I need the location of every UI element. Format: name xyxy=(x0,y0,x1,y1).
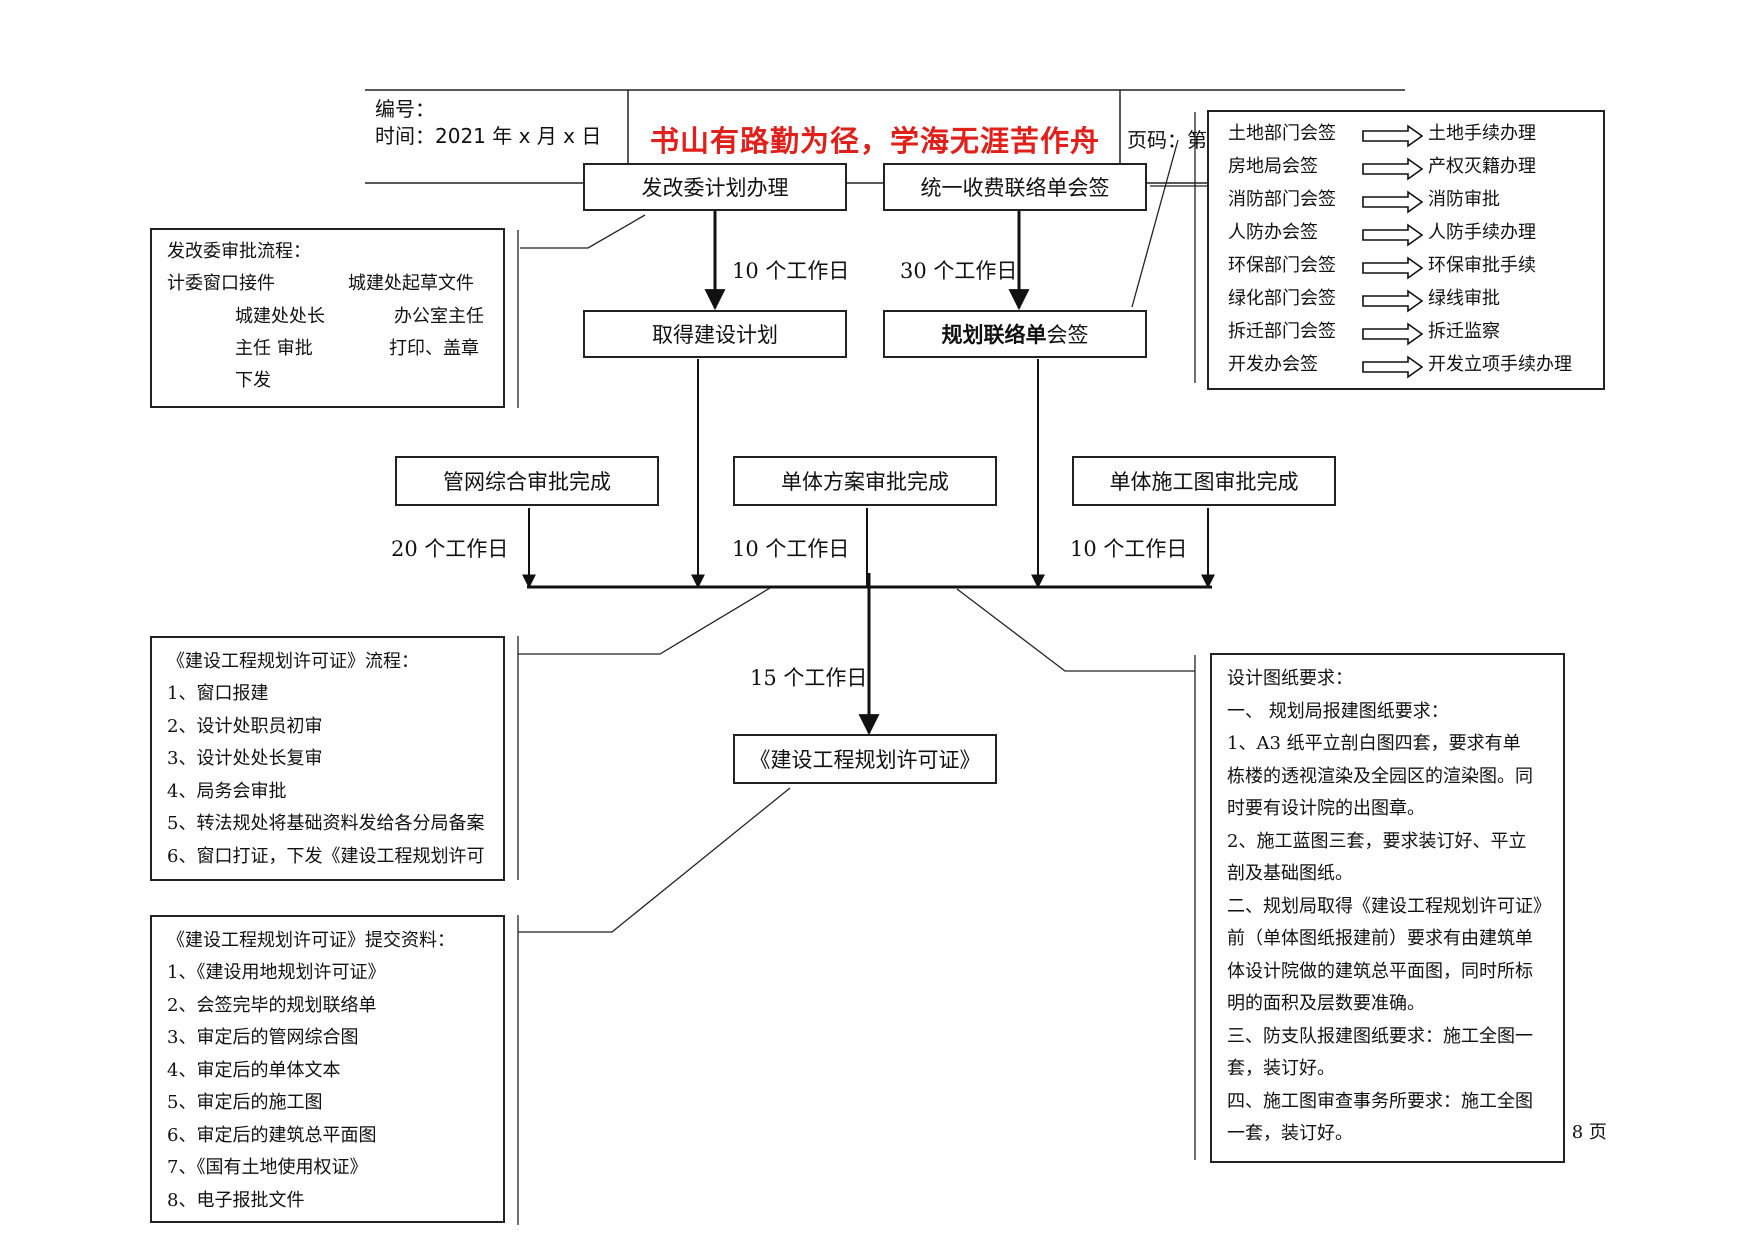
hollow-arrow-icon xyxy=(1362,289,1424,313)
countersign-result: 产权灭籍办理 xyxy=(1428,156,1536,177)
submit-docs-item: 8、电子报批文件 xyxy=(167,1189,305,1211)
duration-label: 15 个工作日 xyxy=(750,666,868,690)
page-label: 页码：第 xyxy=(1127,128,1207,152)
hollow-arrow-icon xyxy=(1362,355,1424,379)
duration-label: 10 个工作日 xyxy=(732,259,850,283)
countersign-result: 土地手续办理 xyxy=(1428,123,1536,144)
design-req-line: 栋楼的透视渲染及全园区的渲染图。同 xyxy=(1227,765,1533,787)
node-construct-done: 单体施工图审批完成 xyxy=(1072,456,1336,506)
design-req-panel: 设计图纸要求： 一、 规划局报建图纸要求： 1、A3 纸平立剖白图四套，要求有单… xyxy=(1210,653,1565,1163)
node-get-plan: 取得建设计划 xyxy=(583,310,847,358)
plan-sheet-rest: 会签 xyxy=(1046,323,1089,347)
license-flow-item: 6、窗口打证，下发《建设工程规划许可 xyxy=(167,845,485,867)
submit-docs-item: 4、审定后的单体文本 xyxy=(167,1059,341,1081)
duration-label: 10 个工作日 xyxy=(1070,537,1188,561)
hollow-arrow-icon xyxy=(1362,124,1424,148)
license-flow-item: 1、窗口报建 xyxy=(167,683,269,704)
countersign-dept: 拆迁部门会签 xyxy=(1228,321,1336,342)
countersign-dept: 绿化部门会签 xyxy=(1228,288,1336,309)
license-flow-item: 4、局务会审批 xyxy=(167,780,287,802)
design-req-line: 时要有设计院的出图章。 xyxy=(1227,798,1425,819)
duration-label: 20 个工作日 xyxy=(391,537,509,561)
countersign-result: 拆迁监察 xyxy=(1428,321,1500,342)
code-label: 编号： xyxy=(375,97,435,121)
fgw-step: 城建处处长 xyxy=(235,306,325,327)
license-flow-item: 5、转法规处将基础资料发给各分局备案 xyxy=(167,813,485,834)
time-label: 时间：2021 年 x 月 x 日 xyxy=(375,124,602,148)
design-req-line: 明的面积及层数要准确。 xyxy=(1227,993,1425,1014)
fgw-step: 办公室主任 xyxy=(394,306,484,327)
motto: 书山有路勤为径，学海无涯苦作舟 xyxy=(650,124,1101,158)
hollow-arrow-icon xyxy=(1362,157,1424,181)
hollow-arrow-icon xyxy=(1362,256,1424,280)
hollow-arrow-icon xyxy=(1362,223,1424,247)
countersign-result: 绿线审批 xyxy=(1428,288,1500,309)
submit-docs-item: 3、审定后的管网综合图 xyxy=(167,1027,359,1048)
countersign-panel xyxy=(1207,110,1605,390)
design-req-line: 1、A3 纸平立剖白图四套，要求有单 xyxy=(1227,733,1521,754)
hollow-arrow-icon xyxy=(1362,322,1424,346)
submit-docs-title: 《建设工程规划许可证》提交资料： xyxy=(167,930,455,951)
node-fgw-plan: 发改委计划办理 xyxy=(583,163,847,211)
countersign-dept: 人防办会签 xyxy=(1228,222,1318,243)
node-license: 《建设工程规划许可证》 xyxy=(733,734,997,784)
countersign-dept: 房地局会签 xyxy=(1228,156,1318,177)
design-req-line: 四、施工图审查事务所要求：施工全图 xyxy=(1227,1090,1533,1112)
fgw-step: 打印、盖章 xyxy=(389,338,479,359)
design-req-line: 套，装订好。 xyxy=(1227,1058,1335,1079)
countersign-dept: 环保部门会签 xyxy=(1228,255,1336,276)
design-req-line: 体设计院做的建筑总平面图，同时所标 xyxy=(1227,960,1533,982)
hollow-arrow-icon xyxy=(1362,190,1424,214)
license-flow-item: 3、设计处处长复审 xyxy=(167,748,323,769)
license-flow-panel: 《建设工程规划许可证》流程： 1、窗口报建 2、设计处职员初审 3、设计处处长复… xyxy=(150,636,505,881)
node-scheme-done: 单体方案审批完成 xyxy=(733,456,997,506)
fgw-step: 城建处起草文件 xyxy=(348,273,474,294)
node-plan-sheet: 规划联络单会签 xyxy=(883,310,1147,358)
countersign-dept: 开发办会签 xyxy=(1228,354,1318,375)
license-flow-title: 《建设工程规划许可证》流程： xyxy=(167,651,419,672)
countersign-result: 消防审批 xyxy=(1428,189,1500,210)
countersign-result: 开发立项手续办理 xyxy=(1428,354,1572,375)
submit-docs-item: 5、审定后的施工图 xyxy=(167,1092,323,1113)
node-fee-sign: 统一收费联络单会签 xyxy=(883,163,1147,211)
design-req-line: 设计图纸要求： xyxy=(1227,668,1353,689)
fgw-step: 下发 xyxy=(235,370,271,391)
design-req-line: 三、防支队报建图纸要求：施工全图一 xyxy=(1227,1025,1533,1047)
fgw-panel-title: 发改委审批流程： xyxy=(167,241,311,262)
design-req-line: 一、 规划局报建图纸要求： xyxy=(1227,700,1449,722)
submit-docs-item: 7、《国有土地使用权证》 xyxy=(167,1157,368,1178)
countersign-dept: 土地部门会签 xyxy=(1228,123,1336,144)
duration-label: 30 个工作日 xyxy=(900,259,1018,283)
design-req-line: 一套，装订好。 xyxy=(1227,1123,1353,1144)
design-req-line: 2、施工蓝图三套，要求装订好、平立 xyxy=(1227,830,1527,852)
fgw-step: 主任 审批 xyxy=(235,338,313,359)
submit-docs-item: 2、会签完毕的规划联络单 xyxy=(167,994,377,1016)
submit-docs-item: 6、审定后的建筑总平面图 xyxy=(167,1124,377,1146)
license-flow-item: 2、设计处职员初审 xyxy=(167,715,323,737)
design-req-line: 二、规划局取得《建设工程规划许可证》 xyxy=(1227,895,1551,917)
countersign-dept: 消防部门会签 xyxy=(1228,189,1336,210)
fgw-step: 计委窗口接件 xyxy=(167,273,275,294)
node-pipe-done: 管网综合审批完成 xyxy=(395,456,659,506)
countersign-result: 环保审批手续 xyxy=(1428,255,1536,276)
fgw-approval-panel xyxy=(150,228,505,408)
submit-docs-item: 1、《建设用地规划许可证》 xyxy=(167,962,386,983)
submit-docs-panel: 《建设工程规划许可证》提交资料： 1、《建设用地规划许可证》 2、会签完毕的规划… xyxy=(150,915,505,1223)
countersign-result: 人防手续办理 xyxy=(1428,222,1536,243)
plan-sheet-bold: 规划联络单 xyxy=(941,322,1047,347)
duration-label: 10 个工作日 xyxy=(732,537,850,561)
design-req-line: 剖及基础图纸。 xyxy=(1227,863,1353,884)
design-req-line: 前（单体图纸报建前）要求有由建筑单 xyxy=(1227,928,1533,949)
